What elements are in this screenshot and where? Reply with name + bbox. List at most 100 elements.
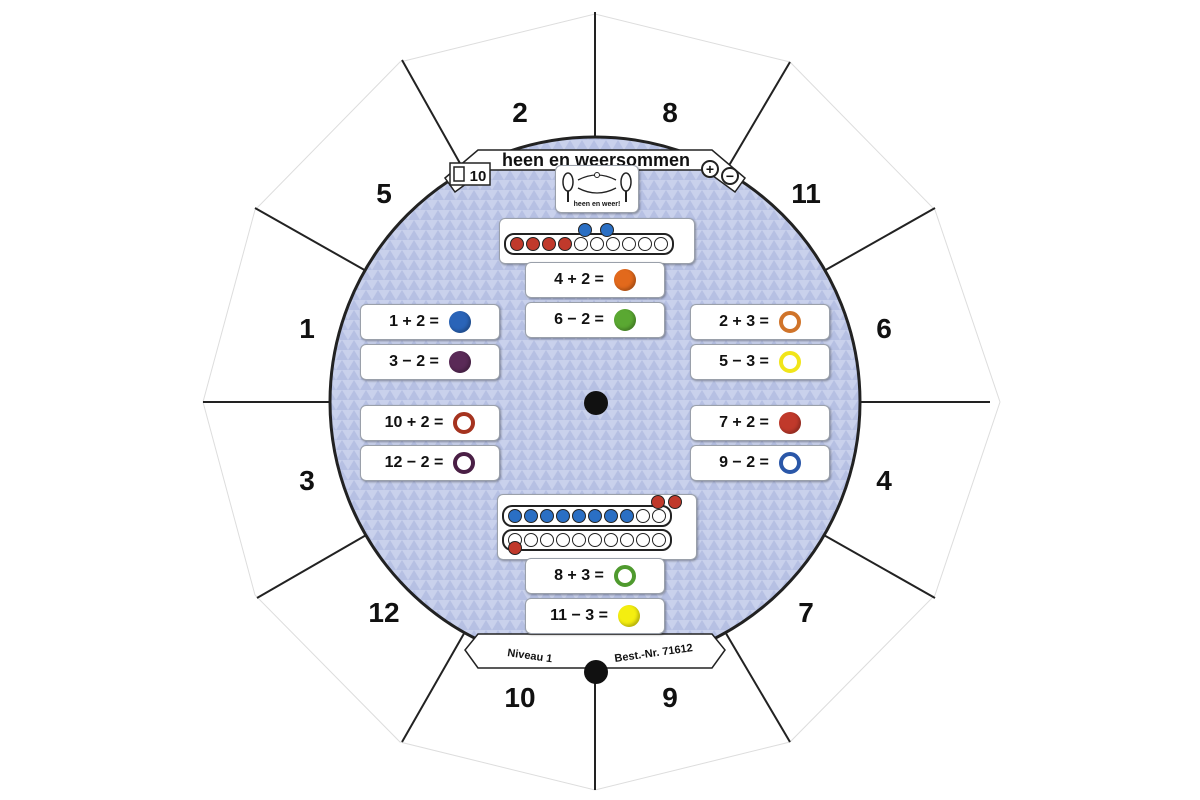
equation-text: 6 − 2 = (554, 311, 604, 328)
exercise-card: 6 − 2 = (525, 302, 665, 338)
ring-marker (778, 452, 801, 474)
bead (572, 533, 586, 547)
exercise-card: 2 + 3 = (690, 304, 830, 340)
exercise-card: 8 + 3 = (525, 558, 665, 594)
exercise-card: 7 + 2 = (690, 405, 830, 441)
exercise-card: 9 − 2 = (690, 445, 830, 481)
svg-text:+: + (706, 161, 714, 177)
exercise-card: 1 + 2 = (360, 304, 500, 340)
bottom-pin (584, 660, 608, 684)
segment-number: 4 (876, 465, 892, 496)
segment-number: 2 (512, 97, 528, 128)
bead-rack-bottom (497, 494, 697, 560)
bead (510, 237, 524, 251)
bead (638, 237, 652, 251)
bead (572, 509, 586, 523)
game-title: heen en weersommen (502, 150, 690, 170)
ring-marker (613, 565, 636, 587)
segment-number: 8 (662, 97, 678, 128)
ring-marker (453, 412, 476, 434)
equation-text: 5 − 3 = (719, 353, 769, 370)
equation-text: 2 + 3 = (719, 313, 769, 330)
segment-number: 7 (798, 597, 814, 628)
badge-number: 10 (470, 168, 487, 185)
bead (604, 533, 618, 547)
bead-row (502, 505, 672, 527)
bead-rack-top (499, 218, 695, 264)
segment-numbers: 2 8 11 6 4 7 9 10 12 3 1 5 (299, 97, 892, 713)
equation-text: 9 − 2 = (719, 454, 769, 471)
segment-number: 3 (299, 465, 315, 496)
picture-card: heen en weer! (555, 165, 639, 213)
bead (588, 533, 602, 547)
segment-number: 9 (662, 682, 678, 713)
bead (540, 509, 554, 523)
bead (654, 237, 668, 251)
bead (526, 237, 540, 251)
bead (542, 237, 556, 251)
equation-text: 10 + 2 = (384, 414, 444, 431)
bead (620, 509, 634, 523)
segment-number: 5 (376, 178, 392, 209)
solid-dot-marker (617, 605, 640, 627)
footer-banner: Niveau 1 Best.-Nr. 71612 (464, 633, 726, 669)
exercise-card: 3 − 2 = (360, 344, 500, 380)
exercise-card: 5 − 3 = (690, 344, 830, 380)
bead (508, 541, 522, 555)
exercise-card: 12 − 2 = (360, 445, 500, 481)
segment-number: 6 (876, 313, 892, 344)
bead (636, 509, 650, 523)
bead (540, 533, 554, 547)
minus-icon (721, 167, 739, 185)
solid-dot-marker (448, 351, 471, 373)
equation-text: 12 − 2 = (384, 454, 444, 471)
bead (668, 495, 682, 509)
plus-icon (701, 160, 719, 178)
bead-row (504, 233, 674, 255)
equation-text: 1 + 2 = (389, 313, 439, 330)
ring-marker (778, 351, 801, 373)
racket-swap-icon (562, 172, 632, 202)
equation-text: 11 − 3 = (550, 607, 608, 624)
bead (588, 509, 602, 523)
bead (524, 509, 538, 523)
center-pin (584, 391, 608, 415)
bead (600, 223, 614, 237)
solid-dot-marker (613, 269, 636, 291)
solid-dot-marker (448, 311, 471, 333)
solid-dot-marker (778, 412, 801, 434)
bead (604, 509, 618, 523)
solid-dot-marker (613, 309, 636, 331)
bead (578, 223, 592, 237)
segment-number: 11 (791, 178, 821, 209)
bead (556, 509, 570, 523)
bead (590, 237, 604, 251)
bead (556, 533, 570, 547)
segment-lines (203, 12, 990, 790)
svg-text:−: − (726, 168, 734, 184)
bead (620, 533, 634, 547)
equation-text: 8 + 3 = (554, 567, 604, 584)
segment-number: 1 (299, 313, 315, 344)
equation-text: 7 + 2 = (719, 414, 769, 431)
bead (574, 237, 588, 251)
bead-row (502, 529, 672, 551)
header-banner: 10 heen en weersommen + − (443, 149, 747, 194)
bead (524, 533, 538, 547)
bead (606, 237, 620, 251)
bead (508, 509, 522, 523)
bead (652, 509, 666, 523)
bead (558, 237, 572, 251)
segment-number: 12 (368, 597, 399, 628)
ring-marker (778, 311, 801, 333)
picture-caption: heen en weer! (573, 201, 621, 208)
bead (652, 533, 666, 547)
book-icon (453, 166, 465, 182)
equation-text: 3 − 2 = (389, 353, 439, 370)
segment-number: 10 (504, 682, 535, 713)
equation-text: 4 + 2 = (554, 271, 604, 288)
exercise-card: 10 + 2 = (360, 405, 500, 441)
exercise-card: 11 − 3 = (525, 598, 665, 634)
exercise-card: 4 + 2 = (525, 262, 665, 298)
